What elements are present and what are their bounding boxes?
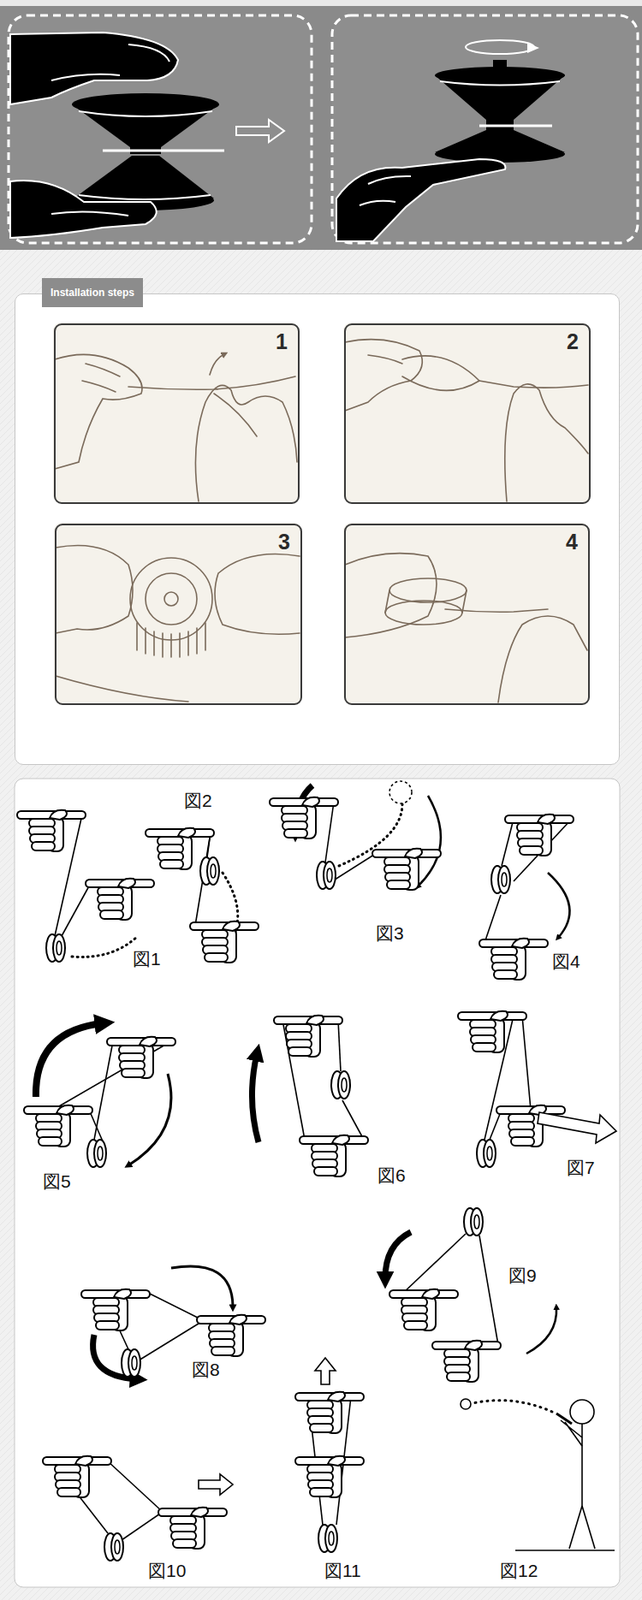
step-number: 3 [278, 530, 291, 555]
figure-number: 図7 [566, 1158, 595, 1179]
figure-number: 図5 [42, 1171, 72, 1193]
step-panel: 2 [344, 323, 591, 505]
figure-number: 図9 [508, 1266, 537, 1287]
instruction-panel: Installation steps1234 [14, 293, 620, 766]
figure-number: 図10 [148, 1561, 186, 1582]
step-number: 2 [566, 330, 579, 355]
figure-number: 図2 [184, 790, 213, 812]
step-number: 1 [275, 330, 288, 355]
step-panel: 1 [53, 323, 300, 505]
figure-number: 図3 [375, 923, 405, 945]
figure-number: 図1 [132, 949, 161, 970]
figure-number: 図11 [324, 1561, 362, 1582]
step-panel: 4 [344, 523, 590, 706]
step-panel: 3 [54, 523, 303, 706]
step-number: 4 [565, 530, 578, 555]
figure-number: 図12 [499, 1561, 538, 1582]
figure-number: 図8 [191, 1360, 220, 1381]
figure-number: 図6 [377, 1165, 406, 1187]
figure-number: 図4 [552, 951, 581, 973]
panel-heading: Installation steps [41, 278, 143, 308]
